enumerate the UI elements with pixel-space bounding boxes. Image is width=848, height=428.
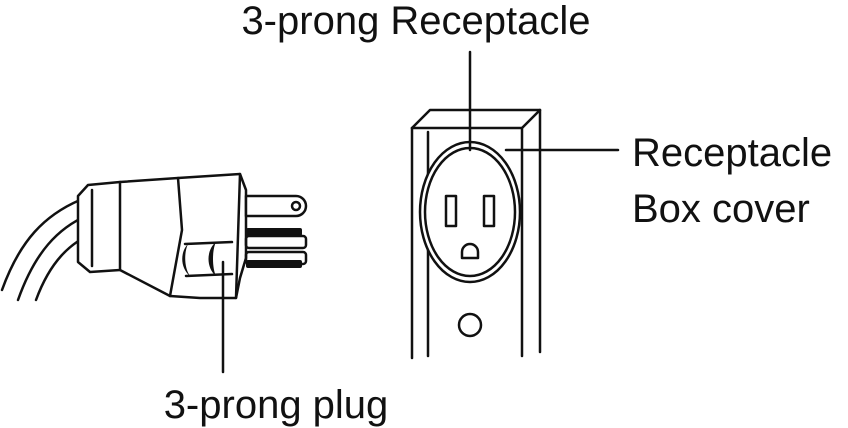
plug-blade-bottom-outline: [244, 250, 308, 266]
plug-ground-prong-hole: [290, 200, 302, 212]
plug-ground-prong: [244, 194, 308, 218]
receptacle-slot-right: [482, 194, 496, 228]
box-cover-side: [520, 108, 542, 130]
plug-body-ridge: [168, 176, 184, 298]
plug-grip-line: [183, 240, 234, 246]
plug-cord: [0, 198, 82, 292]
box-cover-front: [410, 126, 524, 358]
plug-blade-top-outline: [244, 234, 308, 250]
plug-blade-top: [246, 228, 302, 236]
box-cover-back: [410, 108, 542, 354]
three-prong-plug-illustration: [0, 172, 308, 302]
receptacle-slot-left: [444, 194, 458, 228]
plug-body: [118, 172, 248, 300]
box-cover-label-line2: Box cover: [632, 187, 810, 231]
receptacle-face: [418, 140, 522, 284]
plug-grip-groove: [208, 242, 216, 276]
receptacle-ground-hole: [460, 242, 480, 260]
plug-grip-line: [184, 272, 234, 278]
plug-label: 3-prong plug: [164, 383, 389, 427]
box-cover-label-line1: Receptacle: [632, 131, 832, 175]
receptacle-box-cover-illustration: [410, 108, 542, 360]
receptacle-label: 3-prong Receptacle: [241, 0, 590, 43]
box-cover-screw: [457, 312, 483, 338]
plug-grip-groove: [182, 244, 190, 276]
plug-body-ridge: [234, 172, 242, 300]
